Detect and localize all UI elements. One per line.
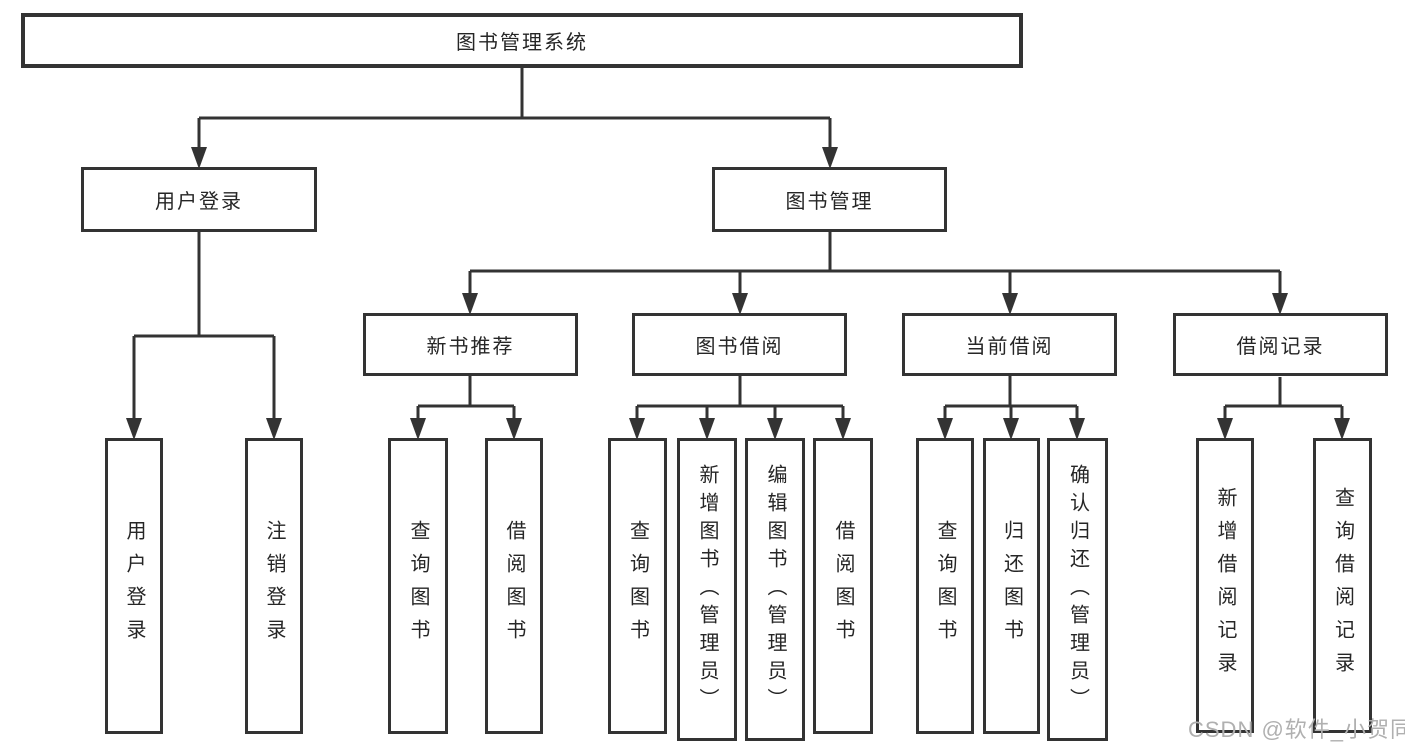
node-user-login: 用户登录 bbox=[81, 167, 317, 232]
leaf-current-confirm-return-admin: 确认归还（管理员） bbox=[1047, 438, 1108, 741]
leaf-borrowing-add-books-admin: 新增图书（管理员） bbox=[677, 438, 737, 741]
node-book-borrowing: 图书借阅 bbox=[632, 313, 847, 376]
leaf-records-query-record: 查询借阅记录 bbox=[1313, 438, 1372, 733]
leaf-logout: 注销登录 bbox=[245, 438, 303, 734]
leaf-newbooks-borrow-books: 借阅图书 bbox=[485, 438, 543, 734]
leaf-borrowing-edit-books-admin: 编辑图书（管理员） bbox=[745, 438, 805, 741]
leaf-current-return-books: 归还图书 bbox=[983, 438, 1040, 734]
node-book-management: 图书管理 bbox=[712, 167, 947, 232]
node-borrowing-records: 借阅记录 bbox=[1173, 313, 1388, 376]
csdn-watermark: CSDN @软件_小贺同学 bbox=[1188, 717, 1405, 742]
node-current-borrowing: 当前借阅 bbox=[902, 313, 1117, 376]
leaf-user-login: 用户登录 bbox=[105, 438, 163, 734]
node-root-system: 图书管理系统 bbox=[21, 13, 1023, 68]
leaf-newbooks-query-books: 查询图书 bbox=[388, 438, 448, 734]
node-new-book-recommend: 新书推荐 bbox=[363, 313, 578, 376]
leaf-records-add-record: 新增借阅记录 bbox=[1196, 438, 1254, 733]
leaf-current-query-books: 查询图书 bbox=[916, 438, 974, 734]
arrow-down-icons bbox=[126, 147, 1350, 440]
leaf-borrowing-borrow-books: 借阅图书 bbox=[813, 438, 873, 734]
leaf-borrowing-query-books: 查询图书 bbox=[608, 438, 667, 734]
tree-branch-lines bbox=[132, 68, 1344, 420]
